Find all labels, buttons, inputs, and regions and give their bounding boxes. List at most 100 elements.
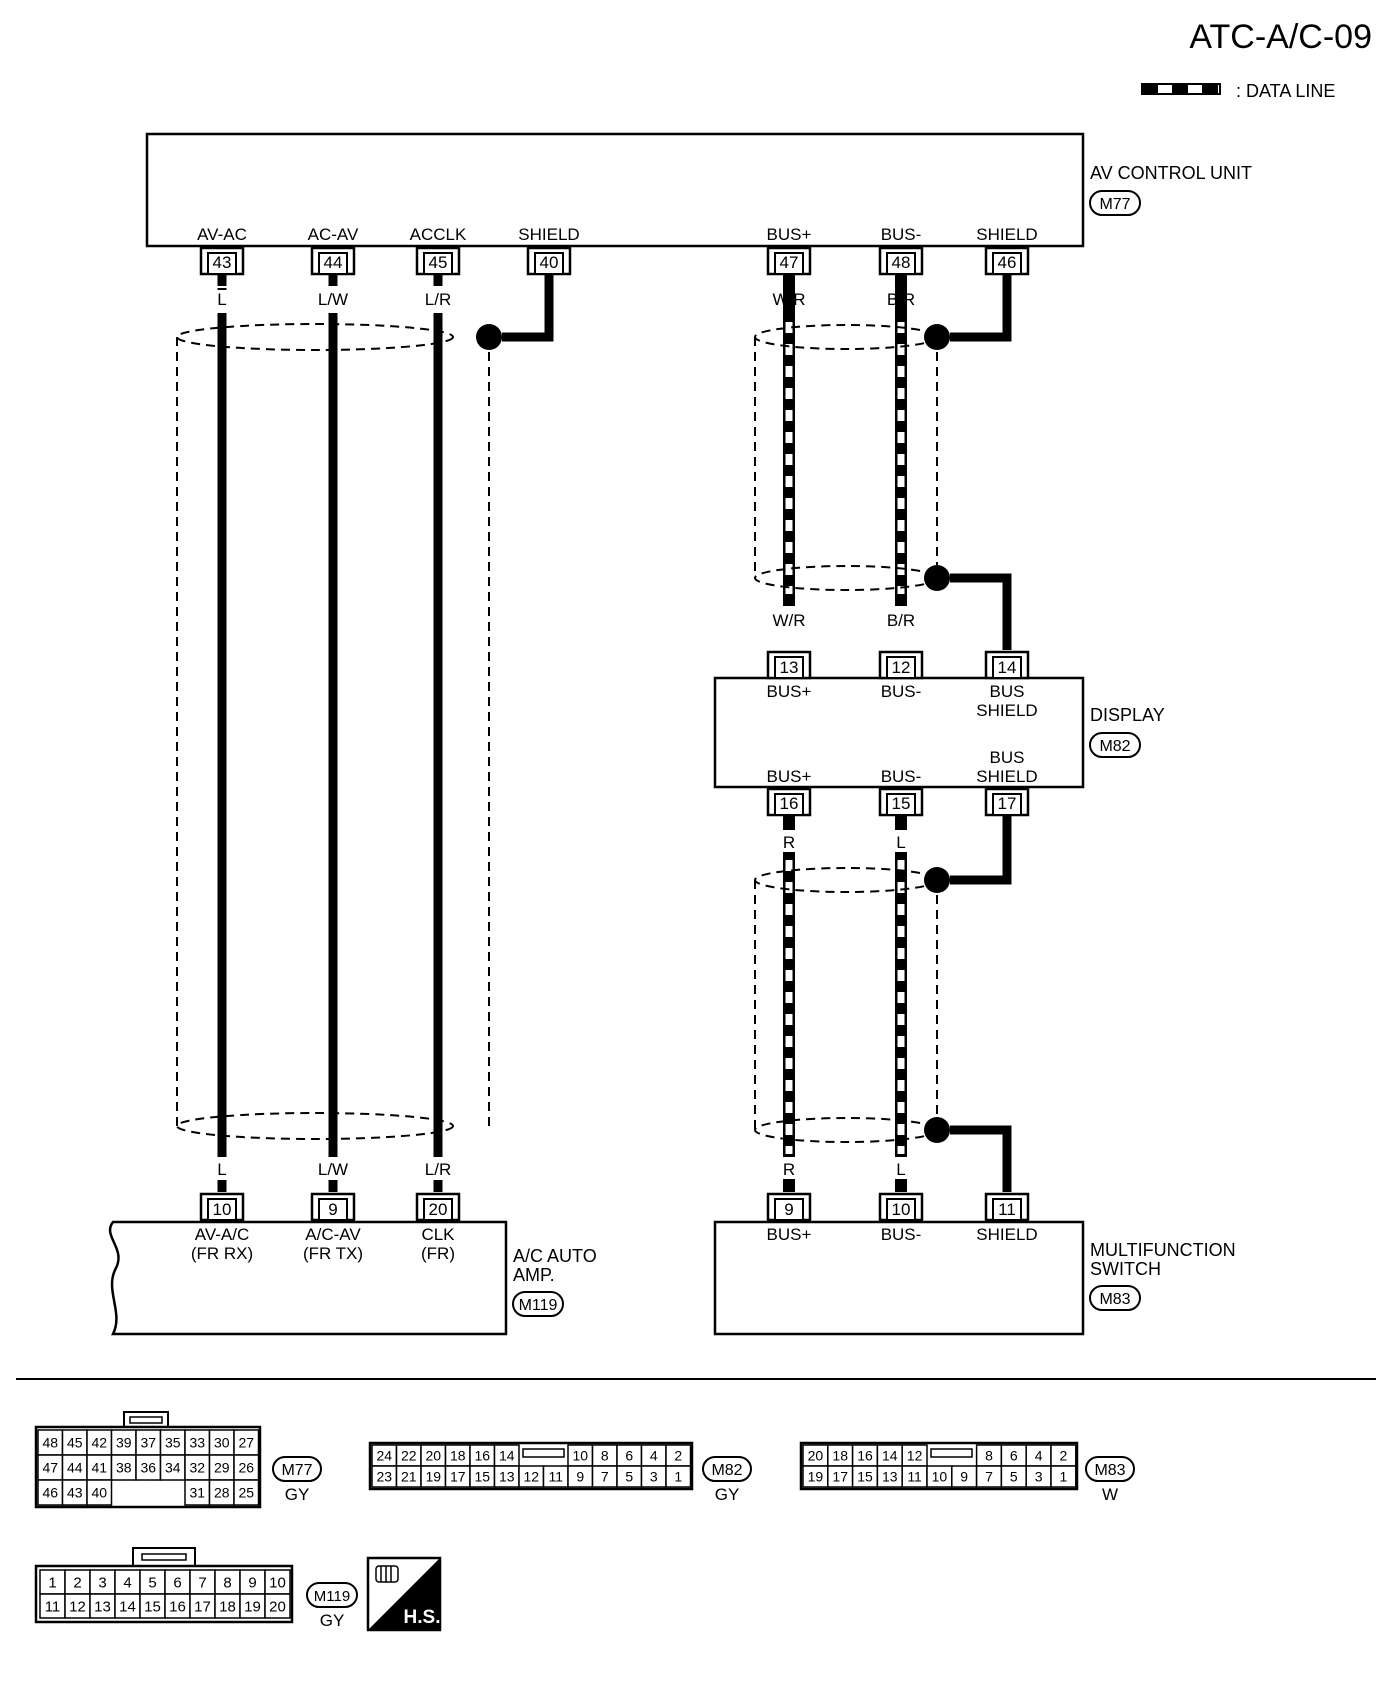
mf-10-wire: L (896, 1160, 905, 1179)
pin-number: 4 (123, 1574, 131, 1591)
pin-number: 8 (601, 1448, 609, 1464)
pin-number: 42 (91, 1435, 107, 1451)
pin-cell (184, 1479, 211, 1506)
pin-cell (159, 1429, 186, 1456)
upper-bus-shield (754, 324, 938, 591)
pin-number: 35 (165, 1435, 181, 1451)
pin-cell (135, 1454, 162, 1481)
pin-number: 19 (808, 1469, 824, 1485)
left-shield-drain-wire (502, 274, 554, 342)
pin-cell (159, 1454, 186, 1481)
pin-number: 3 (1035, 1469, 1043, 1485)
pin-number: 3 (98, 1574, 106, 1591)
amp-20-wire: L/R (425, 1160, 451, 1179)
pin-number: 6 (625, 1448, 633, 1464)
display-connector-id: M82 (1099, 738, 1130, 755)
display-connector-badge: M82 (1089, 732, 1141, 758)
pin-number: 32 (189, 1460, 205, 1476)
av-terminal-47: BUS+ 47 W/R (767, 225, 812, 309)
pin-number: 14 (882, 1448, 898, 1464)
pin-number: 18 (450, 1448, 466, 1464)
pin-number: 19 (244, 1598, 261, 1615)
amp-terminal-9: 9 A/C-AV (FR TX) (303, 1192, 363, 1263)
upper-shield-drain-top (950, 274, 1012, 342)
connector-m83-color: W (1102, 1485, 1118, 1504)
mf-9-wire: R (783, 1160, 795, 1179)
pin-number: 11 (548, 1469, 563, 1485)
connector-m77-id: M77 (281, 1462, 312, 1479)
display-terminal-13-pin: 13 (780, 658, 799, 677)
pin-number: 12 (523, 1469, 539, 1485)
av-terminal-45: ACCLK 45 L/R (410, 225, 467, 309)
pin-cell (135, 1429, 162, 1456)
av-terminal-44-pin: 44 (324, 253, 343, 272)
av-terminal-47-pin: 47 (780, 253, 799, 272)
lower-shield-drain-top (950, 815, 1012, 885)
pin-number: 14 (119, 1598, 136, 1615)
pin-number: 12 (907, 1448, 923, 1464)
pin-number: 28 (214, 1485, 230, 1501)
pin-number: 12 (69, 1598, 86, 1615)
av-terminal-46-label: SHIELD (976, 225, 1037, 244)
pin-number: 21 (401, 1469, 417, 1485)
mf-terminal-11: 11 SHIELD (976, 1192, 1038, 1244)
display-terminal-12-label: BUS- (881, 682, 922, 701)
multifunction-switch-name1: MULTIFUNCTION (1090, 1240, 1236, 1260)
ac-auto-amp-box (108, 1220, 508, 1336)
pin-number: 2 (1060, 1448, 1068, 1464)
pin-number: 5 (1010, 1469, 1018, 1485)
av-terminal-40-pin: 40 (540, 253, 559, 272)
display-terminal-14: 14 BUS SHIELD (976, 650, 1038, 720)
pin-number: 10 (269, 1574, 286, 1591)
pin-number: 23 (376, 1469, 392, 1485)
pin-number: 11 (907, 1469, 922, 1485)
av-terminal-44: AC-AV 44 L/W (308, 225, 359, 309)
pin-number: 9 (248, 1574, 256, 1591)
multifunction-connector-badge: M83 (1089, 1285, 1141, 1311)
amp-terminal-9-pin: 9 (328, 1200, 337, 1219)
pin-cell (139, 1593, 166, 1619)
pin-number: 4 (650, 1448, 658, 1464)
av-terminal-47-label: BUS+ (767, 225, 812, 244)
pin-cell (86, 1429, 113, 1456)
pin-number: 3 (650, 1469, 658, 1485)
pin-number: 20 (425, 1448, 441, 1464)
mf-terminal-11-label: SHIELD (976, 1225, 1037, 1244)
mf-terminal-10: 10 BUS- (878, 1192, 924, 1244)
pin-number: 40 (91, 1485, 107, 1501)
mf-terminal-9: 9 BUS+ (767, 1192, 812, 1244)
pin-cell (189, 1593, 216, 1619)
connector-key (522, 1448, 565, 1458)
av-terminal-43-pin: 43 (213, 253, 232, 272)
pin-number: 15 (857, 1469, 873, 1485)
pin-number: 31 (189, 1485, 205, 1501)
display-13-wire: W/R (772, 611, 805, 630)
data-line-label: : DATA LINE (1236, 81, 1335, 101)
av-terminal-46-pin: 46 (998, 253, 1017, 272)
pin-number: 10 (932, 1469, 948, 1485)
amp-terminal-20-label1: CLK (421, 1225, 455, 1244)
av-terminal-40: SHIELD 40 (518, 225, 580, 276)
lower-shield-dot-bottom (924, 1117, 950, 1143)
display-terminal-15: BUS- 15 (878, 767, 924, 817)
display-terminal-16-pin: 16 (780, 794, 799, 813)
display-15-wire: L (896, 833, 905, 852)
av-terminal-45-wire: L/R (425, 290, 451, 309)
pin-number: 1 (674, 1469, 682, 1485)
pin-number: 26 (238, 1460, 254, 1476)
pin-number: 16 (857, 1448, 873, 1464)
pin-cell (39, 1569, 66, 1595)
pin-number: 29 (214, 1460, 230, 1476)
amp-terminal-20-pin: 20 (429, 1200, 448, 1219)
display-terminal-12: 12 BUS- (878, 650, 924, 701)
amp-terminal-20-label2: (FR) (421, 1244, 455, 1263)
pin-number: 13 (94, 1598, 111, 1615)
display-16-wire: R (783, 833, 795, 852)
display-terminal-12-pin: 12 (892, 658, 911, 677)
pin-number: 43 (67, 1485, 83, 1501)
display-terminal-14-label2: SHIELD (976, 701, 1037, 720)
